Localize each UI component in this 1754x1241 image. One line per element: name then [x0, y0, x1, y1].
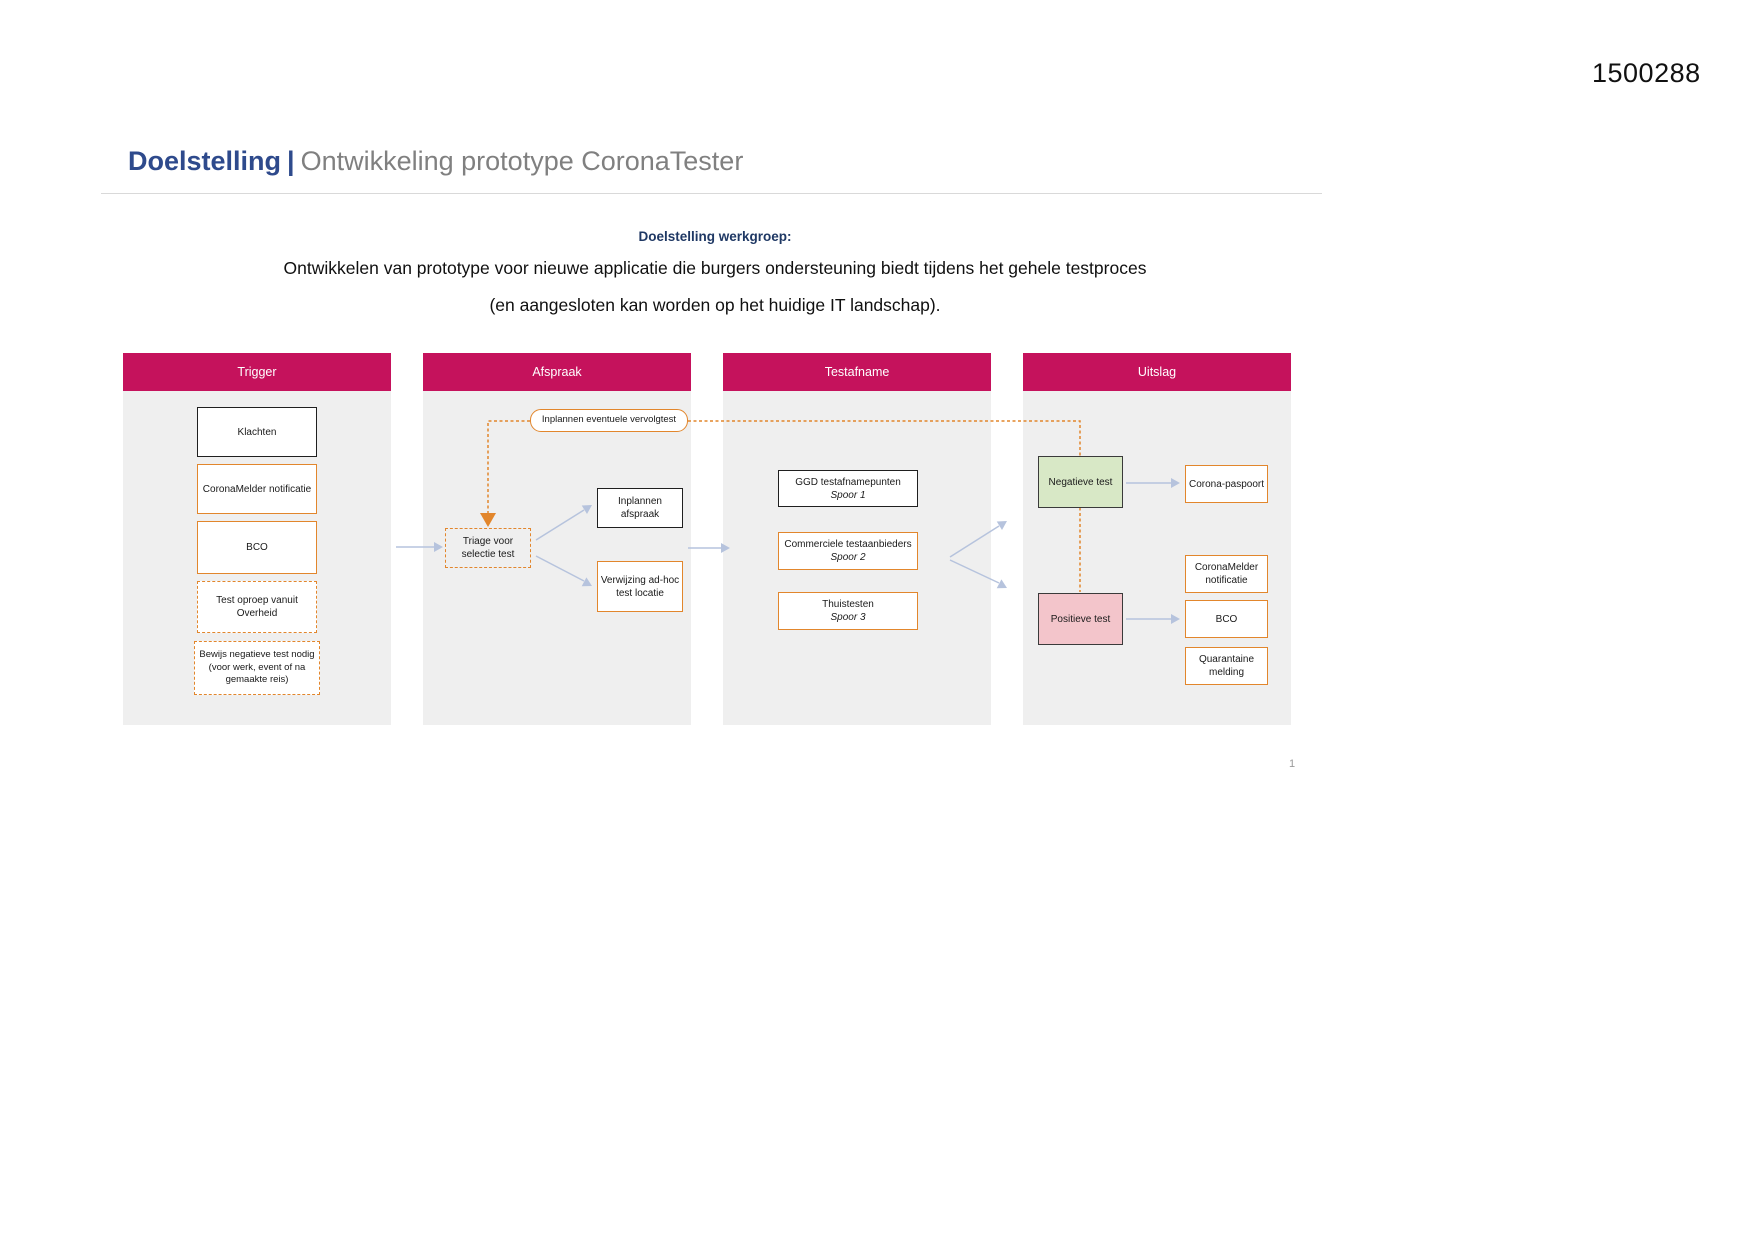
box-coronamelder-notificatie-uitslag: CoronaMelder notificatie — [1185, 555, 1268, 593]
dashed-callout-to-triage — [487, 420, 530, 513]
column-header-uitslag: Uitslag — [1023, 353, 1291, 391]
column-afspraak — [423, 391, 691, 725]
arrow-triage-to-inplannen — [535, 509, 585, 541]
box-quarantaine-melding: Quarantaine melding — [1185, 647, 1268, 685]
arrowhead-icon — [434, 542, 443, 552]
arrowhead-icon — [996, 579, 1007, 589]
box-negatieve-test: Negatieve test — [1038, 456, 1123, 508]
box-sublabel: Spoor 3 — [830, 612, 866, 623]
box-commerciele-spoor2: Commerciele testaanbieders Spoor 2 — [778, 532, 918, 570]
arrow-testafname-to-negatief — [949, 525, 1000, 558]
callout-inplannen-vervolgtest: Inplannen eventuele vervolgtest — [530, 409, 688, 432]
box-bco: BCO — [197, 521, 317, 574]
column-header-testafname: Testafname — [723, 353, 991, 391]
box-label: Thuistesten — [822, 599, 874, 610]
box-triage-selectie-test: Triage voor selectie test — [445, 528, 531, 568]
arrowhead-icon — [1171, 614, 1180, 624]
box-positieve-test: Positieve test — [1038, 593, 1123, 645]
column-header-trigger: Trigger — [123, 353, 391, 391]
box-klachten: Klachten — [197, 407, 317, 457]
box-test-oproep-overheid: Test oproep vanuit Overheid — [197, 581, 317, 633]
box-bco-uitslag: BCO — [1185, 600, 1268, 638]
slide-title-secondary: Ontwikkeling prototype CoronaTester — [300, 146, 744, 176]
box-label: GGD testafnamepunten — [795, 476, 901, 488]
slide-title-separator: | — [287, 146, 295, 176]
arrowhead-icon — [1171, 478, 1180, 488]
arrow-triage-to-verwijzing — [535, 555, 585, 582]
arrowhead-icon — [996, 521, 1007, 531]
box-ggd-spoor1: GGD testafnamepunten Spoor 1 — [778, 470, 918, 507]
title-divider — [101, 193, 1322, 194]
intro-line-2: (en aangesloten kan worden op het huidig… — [489, 295, 941, 315]
intro-heading: Doelstelling werkgroep: — [638, 229, 792, 244]
slide-title-primary: Doelstelling — [128, 146, 282, 176]
box-label: Commerciele testaanbieders — [784, 539, 912, 550]
document-number: 1500288 — [1592, 58, 1701, 88]
arrow-testafname-to-positief — [949, 559, 1000, 584]
box-sublabel: Spoor 1 — [830, 489, 866, 501]
box-inplannen-afspraak: Inplannen afspraak — [597, 488, 683, 528]
arrowhead-icon — [581, 577, 592, 587]
column-header-afspraak: Afspraak — [423, 353, 691, 391]
page-number: 1 — [1289, 758, 1296, 770]
arrowhead-icon — [581, 505, 592, 515]
box-thuistesten-spoor3: Thuistesten Spoor 3 — [778, 592, 918, 630]
box-bewijs-negatieve-test: Bewijs negatieve test nodig (voor werk, … — [194, 641, 320, 695]
slide-title: Doelstelling|Ontwikkeling prototype Coro… — [128, 146, 743, 177]
box-coronamelder-notificatie: CoronaMelder notificatie — [197, 464, 317, 514]
arrowhead-icon — [721, 543, 730, 553]
dashed-positief-to-callout — [688, 420, 1081, 592]
box-verwijzing-adhoc: Verwijzing ad-hoc test locatie — [597, 561, 683, 612]
box-corona-paspoort: Corona-paspoort — [1185, 465, 1268, 503]
orange-arrowhead-icon — [480, 513, 496, 527]
box-sublabel: Spoor 2 — [830, 552, 866, 563]
intro-line-1: Ontwikkelen van prototype voor nieuwe ap… — [283, 258, 1147, 278]
